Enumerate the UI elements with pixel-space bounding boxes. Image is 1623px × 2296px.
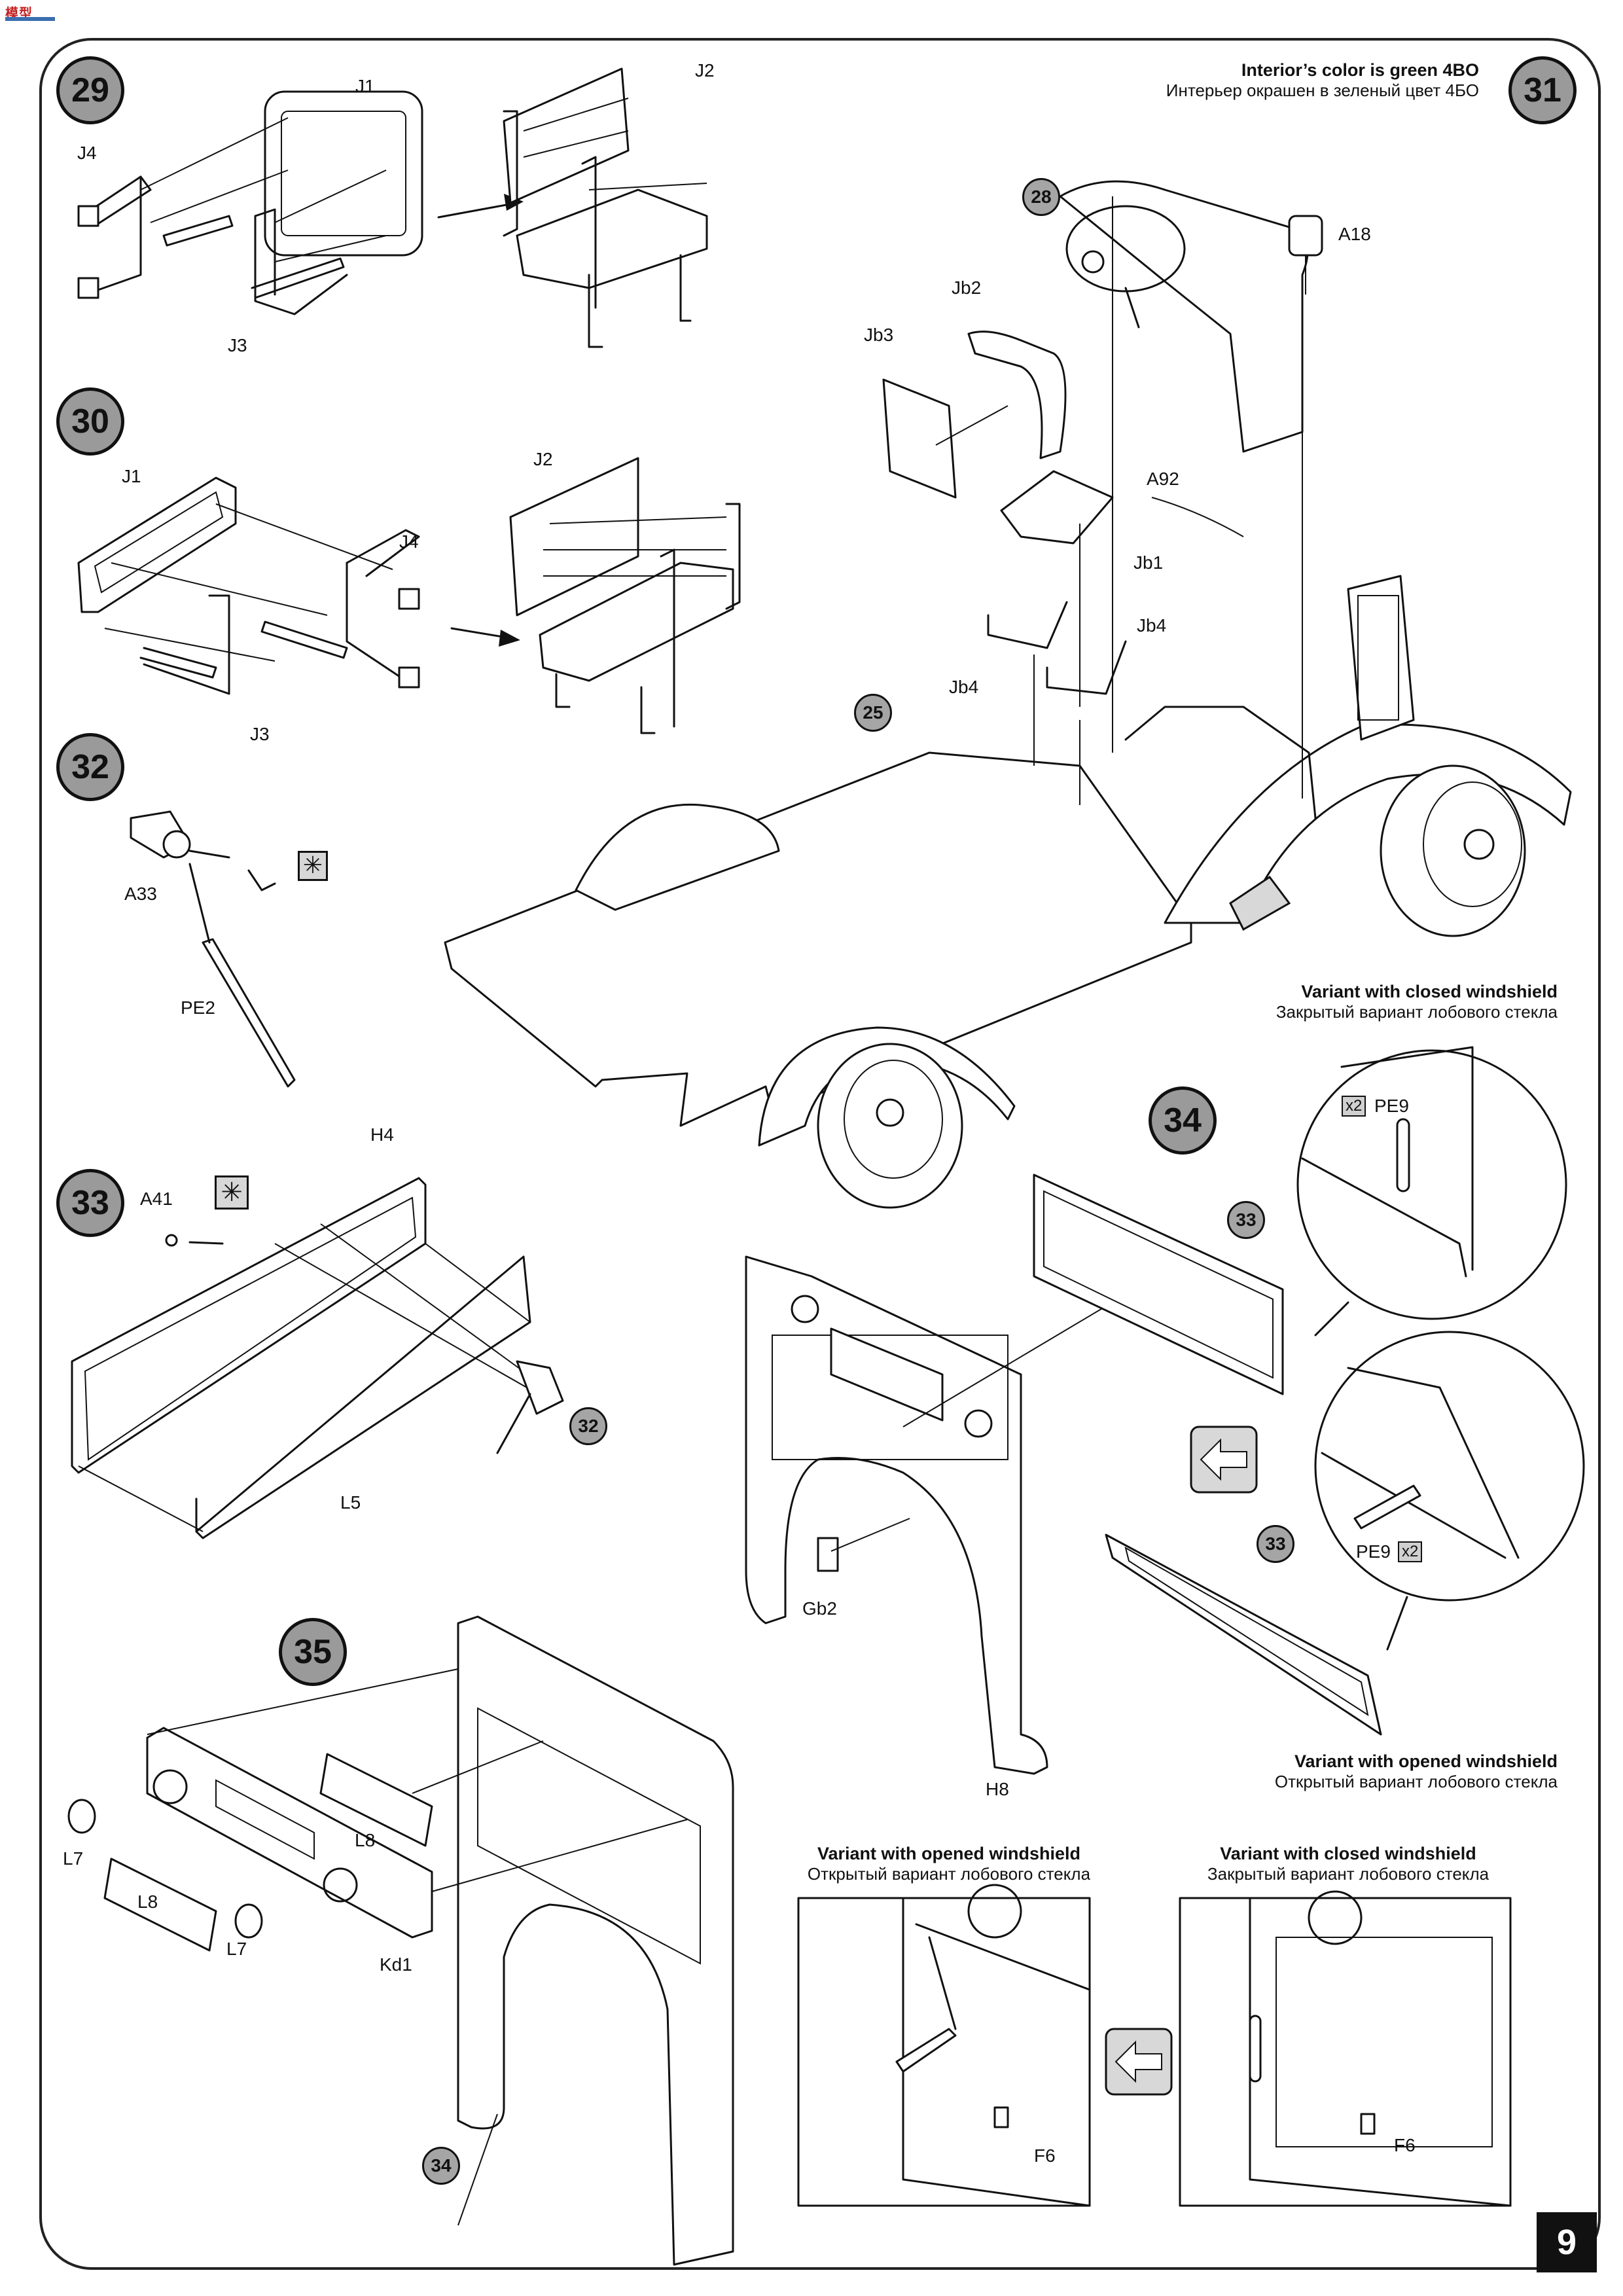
part-label-j1: J1 xyxy=(122,466,141,486)
page-frame xyxy=(39,38,1601,2270)
note-ru: Открытый вариант лобового стекла xyxy=(807,1864,1091,1884)
part-label-j4: J4 xyxy=(399,531,419,552)
part-label-a33: A33 xyxy=(124,884,157,904)
part-label-jb2: Jb2 xyxy=(952,278,982,298)
note-ru: Закрытый вариант лобового стекла xyxy=(1207,1864,1489,1884)
ref-step-33-b: 33 xyxy=(1257,1525,1294,1563)
interior-color-note: Interior’s color is green 4BO Интерьер о… xyxy=(1113,60,1479,101)
step-number-34: 34 xyxy=(1149,1086,1217,1155)
part-label-h8: H8 xyxy=(986,1779,1009,1799)
note-en: Variant with opened windshield xyxy=(1294,1751,1558,1771)
step33-drawing xyxy=(71,1177,564,1539)
step-number-33: 33 xyxy=(56,1169,124,1237)
part-label-j2: J2 xyxy=(533,449,553,469)
part-label-l8: L8 xyxy=(137,1892,158,1912)
variant-box-opened xyxy=(797,1884,1091,2207)
glue-snowflake-icon: ✳ xyxy=(215,1175,249,1210)
site-logo: 模型 xyxy=(5,3,58,26)
part-label-j3: J3 xyxy=(250,724,270,744)
variant-closed-note-top: Variant with closed windshield Закрытый … xyxy=(1139,982,1558,1022)
ref-step-33-a: 33 xyxy=(1227,1201,1265,1239)
part-label-jb3: Jb3 xyxy=(864,325,894,345)
variant-opened-note-mid: Variant with opened windshield Открытый … xyxy=(1139,1751,1558,1792)
part-label-a41: A41 xyxy=(140,1189,173,1209)
step31-drawing xyxy=(444,180,1572,1209)
step-number-30: 30 xyxy=(56,387,124,456)
part-label-l7: L7 xyxy=(63,1848,84,1869)
note-ru: Интерьер окрашен в зеленый цвет 4БО xyxy=(1166,81,1479,100)
part-label-pe9: PE9 xyxy=(1356,1541,1391,1562)
note-en: Variant with opened windshield xyxy=(817,1844,1081,1863)
part-quantity-x2: x2 xyxy=(1342,1096,1366,1117)
part-quantity-x2: x2 xyxy=(1398,1541,1423,1562)
page-number: 9 xyxy=(1537,2212,1597,2272)
part-label-j3: J3 xyxy=(228,335,247,355)
part-label-jb4: Jb4 xyxy=(1137,615,1167,636)
step30-drawing xyxy=(77,457,741,734)
step-number-29: 29 xyxy=(56,56,124,124)
variant-opened-note-bottom: Variant with opened windshield Открытый … xyxy=(785,1844,1113,1884)
variant-box-closed xyxy=(1179,1890,1512,2207)
part-label-jb1: Jb1 xyxy=(1133,552,1164,573)
part-label-j4: J4 xyxy=(77,143,97,163)
part-label-f6: F6 xyxy=(1034,2145,1056,2166)
ref-step-32: 32 xyxy=(569,1407,607,1445)
part-label-f6: F6 xyxy=(1394,2135,1416,2155)
note-ru: Открытый вариант лобового стекла xyxy=(1274,1772,1558,1791)
part-label-l7: L7 xyxy=(226,1939,247,1959)
note-ru: Закрытый вариант лобового стекла xyxy=(1275,1002,1558,1022)
part-label-pe2: PE2 xyxy=(181,997,215,1018)
step34-drawing xyxy=(745,1046,1585,1775)
part-label-pe9: PE9 xyxy=(1374,1096,1409,1116)
note-en: Variant with closed windshield xyxy=(1301,982,1558,1001)
part-label-l5: L5 xyxy=(340,1492,361,1513)
step35-drawing xyxy=(67,1615,734,2266)
part-label-gb2: Gb2 xyxy=(802,1598,837,1619)
part-label-j2: J2 xyxy=(695,60,715,81)
note-en: Variant with closed windshield xyxy=(1220,1844,1476,1863)
note-en: Interior’s color is green 4BO xyxy=(1241,60,1479,80)
step32-drawing xyxy=(130,810,296,1088)
swap-variant-icon xyxy=(1190,1426,1258,1494)
step29-drawing xyxy=(77,67,708,348)
ref-step-25: 25 xyxy=(854,694,892,732)
step-number-35: 35 xyxy=(279,1618,347,1686)
part-label-j1: J1 xyxy=(355,76,375,96)
variant-closed-note-bottom: Variant with closed windshield Закрытый … xyxy=(1178,1844,1518,1884)
ref-step-34: 34 xyxy=(422,2147,460,2185)
part-label-h4: H4 xyxy=(370,1124,394,1145)
step-number-32: 32 xyxy=(56,733,124,801)
part-label-jb4: Jb4 xyxy=(949,677,979,697)
swap-variant-icon-2 xyxy=(1105,2028,1173,2096)
ref-step-28: 28 xyxy=(1022,178,1060,216)
part-label-l8: L8 xyxy=(355,1830,376,1850)
part-label-a92: A92 xyxy=(1147,469,1179,489)
glue-snowflake-icon: ✳ xyxy=(298,851,328,881)
part-label-kd1: Kd1 xyxy=(380,1954,412,1975)
step-number-31: 31 xyxy=(1508,56,1577,124)
part-label-a18: A18 xyxy=(1338,224,1371,244)
